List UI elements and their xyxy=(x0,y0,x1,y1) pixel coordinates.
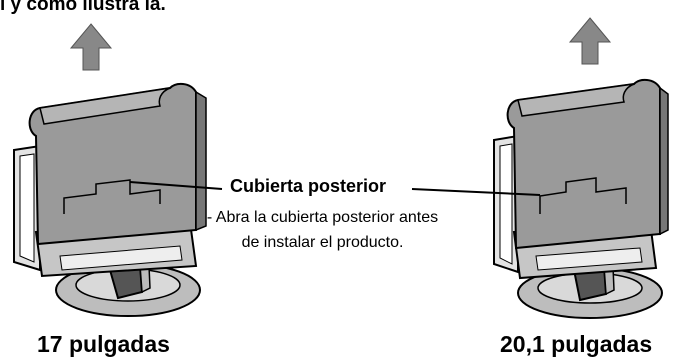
monitor-left-illustration xyxy=(13,23,207,317)
header-text: l y como ilustra la. xyxy=(0,0,166,15)
size-label-17: 17 pulgadas xyxy=(37,331,170,357)
callout-description: - Abra la cubierta posterior antes de in… xyxy=(206,209,439,251)
arrow-up-icon xyxy=(568,17,612,65)
monitor-right-illustration xyxy=(493,17,669,319)
leader-line-right xyxy=(411,188,541,196)
size-label-20: 20,1 pulgadas xyxy=(500,331,653,357)
callout-title: Cubierta posterior xyxy=(230,176,387,196)
arrow-up-icon xyxy=(69,23,113,71)
leader-line-left xyxy=(129,181,223,190)
